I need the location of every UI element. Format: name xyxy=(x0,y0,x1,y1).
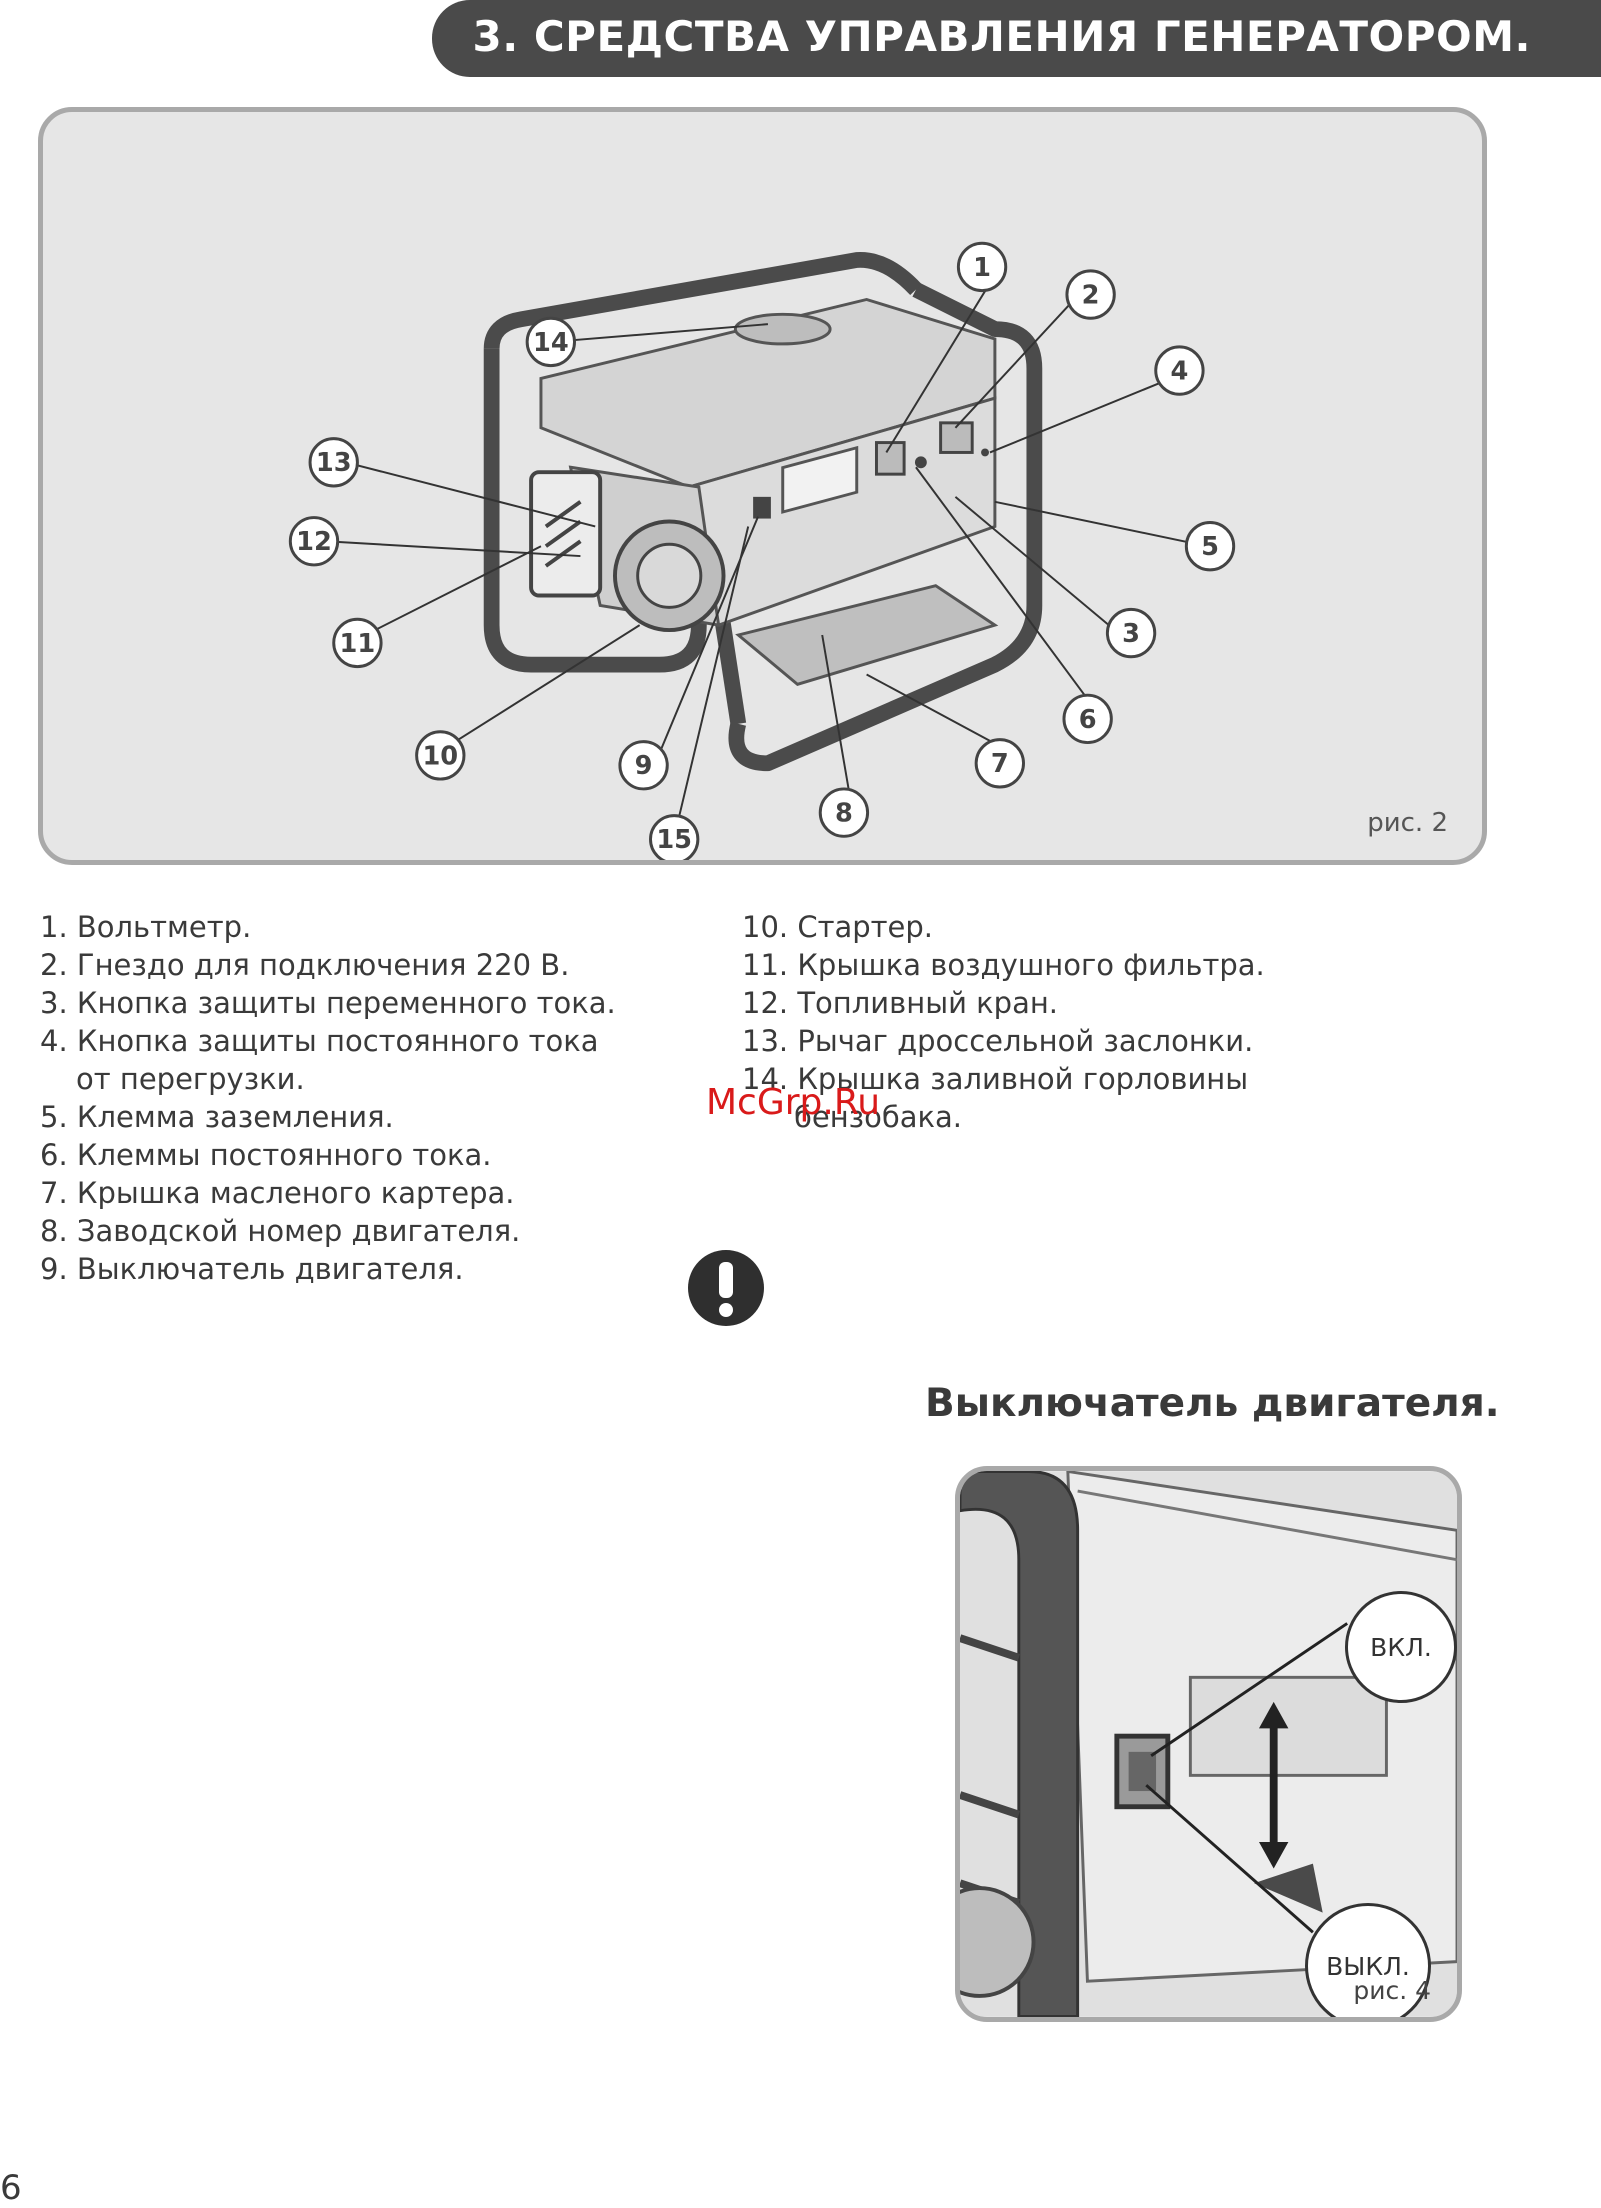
figure-4-panel: ВКЛ. ВЫКЛ. рис. 4 xyxy=(955,1466,1462,2022)
watermark: McGrp.Ru xyxy=(706,1082,881,1123)
list-item: 11. Крышка воздушного фильтра. xyxy=(742,948,1265,982)
parts-list-right: 10. Стартер. 11. Крышка воздушного фильт… xyxy=(742,908,1265,1136)
exclamation-icon xyxy=(688,1250,764,1326)
list-item: 13. Рычаг дроссельной заслонки. xyxy=(742,1024,1254,1058)
switch-on-label: ВКЛ. xyxy=(1345,1591,1457,1703)
list-item: 4. Кнопка защиты постоянного тока xyxy=(40,1024,599,1058)
callout-12: 12 xyxy=(296,527,332,557)
switch-off-label: ВЫКЛ. xyxy=(1305,1903,1431,2017)
list-item: 6. Клеммы постоянного тока. xyxy=(40,1138,492,1172)
parts-list-left: 1. Вольтметр. 2. Гнездо для подключения … xyxy=(40,908,616,1288)
list-item: 3. Кнопка защиты переменного тока. xyxy=(40,986,616,1020)
figure-2-panel: 1 2 5 3 4 6 7 8 9 10 11 12 13 14 15 рис.… xyxy=(38,107,1487,865)
callout-4: 4 xyxy=(1171,356,1189,386)
list-item: 7. Крышка масленого картера. xyxy=(40,1176,515,1210)
callout-11: 11 xyxy=(340,629,376,659)
section-header: 3. СРЕДСТВА УПРАВЛЕНИЯ ГЕНЕРАТОРОМ. xyxy=(432,0,1601,77)
section-header-title: 3. СРЕДСТВА УПРАВЛЕНИЯ ГЕНЕРАТОРОМ. xyxy=(472,12,1531,61)
page-number: 6 xyxy=(0,2168,22,2208)
list-item: 5. Клемма заземления. xyxy=(40,1100,394,1134)
callout-13: 13 xyxy=(316,448,352,478)
list-item: бензобака. xyxy=(794,1100,963,1134)
callout-10: 10 xyxy=(422,741,458,771)
callout-2: 2 xyxy=(1082,280,1100,310)
callout-7: 7 xyxy=(991,749,1009,779)
callout-9: 9 xyxy=(635,751,653,781)
list-item: от перегрузки. xyxy=(76,1062,305,1096)
callout-15: 15 xyxy=(656,825,692,855)
list-item: 14. Крышка заливной горловины xyxy=(742,1062,1249,1096)
list-item: 2. Гнездо для подключения 220 В. xyxy=(40,948,570,982)
callout-3: 3 xyxy=(1122,619,1140,649)
callout-8: 8 xyxy=(835,799,853,829)
list-item: 8. Заводской номер двигателя. xyxy=(40,1214,521,1248)
list-item: 10. Стартер. xyxy=(742,910,934,944)
callout-14: 14 xyxy=(533,328,569,358)
figure-2-caption: рис. 2 xyxy=(1367,808,1448,838)
generator-illustration: 1 2 5 3 4 6 7 8 9 10 11 12 13 14 15 xyxy=(288,241,1236,860)
callout-5: 5 xyxy=(1201,532,1219,562)
callout-6: 6 xyxy=(1079,705,1097,735)
list-item: 1. Вольтметр. xyxy=(40,910,252,944)
callout-1: 1 xyxy=(973,253,991,283)
figure-4-caption: рис. 4 xyxy=(1353,1976,1431,2005)
list-item: 12. Топливный кран. xyxy=(742,986,1059,1020)
section-title: Выключатель двигателя. xyxy=(925,1381,1500,1426)
list-item: 9. Выключатель двигателя. xyxy=(40,1252,464,1286)
